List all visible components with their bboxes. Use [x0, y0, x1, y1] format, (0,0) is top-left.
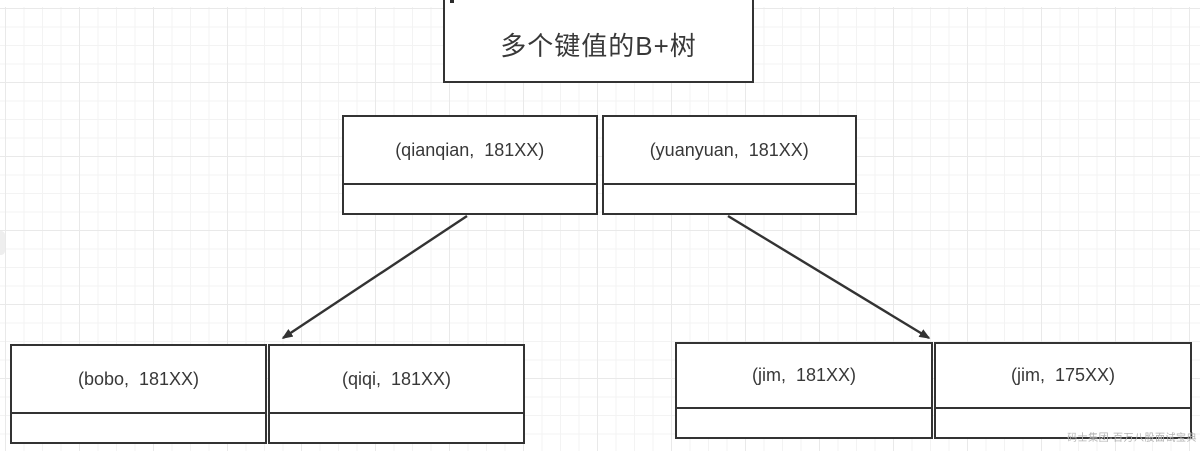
arrow-root-to-left-leaf[interactable] [281, 214, 468, 340]
left-edge-artifact [0, 231, 5, 255]
pointer-row [603, 183, 855, 213]
key-label: (yuanyuan, 181XX) [649, 139, 809, 160]
root-cell-qianqian[interactable]: (qianqian, 181XX) [342, 115, 598, 215]
right-leaf-cell-jim175[interactable]: (jim, 175XX) [934, 342, 1192, 439]
key-label: (jim, 181XX) [751, 365, 857, 385]
root-node: (qianqian, 181XX) (yuanyuan, 181XX) [342, 115, 857, 215]
pointer-row [677, 407, 931, 437]
pointer-row [936, 407, 1190, 437]
key-row: (jim, 181XX) [677, 344, 931, 407]
key-row: (jim, 175XX) [936, 344, 1190, 407]
diagram-title: 多个键值的B+树 [500, 30, 697, 61]
key-row: (bobo, 181XX) [12, 346, 265, 412]
key-label: (qiqi, 181XX) [341, 368, 452, 389]
title-shape[interactable]: 多个键值的B+树 [443, 0, 754, 83]
key-label: (jim, 175XX) [1010, 365, 1116, 385]
pointer-row [270, 412, 523, 442]
cropped-connector-artifact [450, 0, 454, 3]
left-leaf-cell-qiqi[interactable]: (qiqi, 181XX) [268, 344, 525, 444]
left-leaf-cell-bobo[interactable]: (bobo, 181XX) [10, 344, 267, 444]
root-cell-yuanyuan[interactable]: (yuanyuan, 181XX) [601, 115, 857, 215]
arrow-root-to-right-leaf[interactable] [727, 214, 931, 340]
pointer-row [12, 412, 265, 442]
left-leaf-node: (bobo, 181XX) (qiqi, 181XX) [10, 344, 525, 444]
right-leaf-node: (jim, 181XX) (jim, 175XX) [675, 342, 1192, 439]
key-row: (yuanyuan, 181XX) [604, 117, 856, 183]
key-label: (bobo, 181XX) [77, 368, 200, 389]
watermark: 码士集团-百万八股面试宝典 [1067, 433, 1197, 444]
key-label: (qianqian, 181XX) [395, 139, 545, 160]
right-leaf-cell-jim181[interactable]: (jim, 181XX) [675, 342, 933, 439]
key-row: (qiqi, 181XX) [270, 346, 523, 412]
pointer-row [344, 183, 596, 213]
key-row: (qianqian, 181XX) [344, 117, 596, 183]
